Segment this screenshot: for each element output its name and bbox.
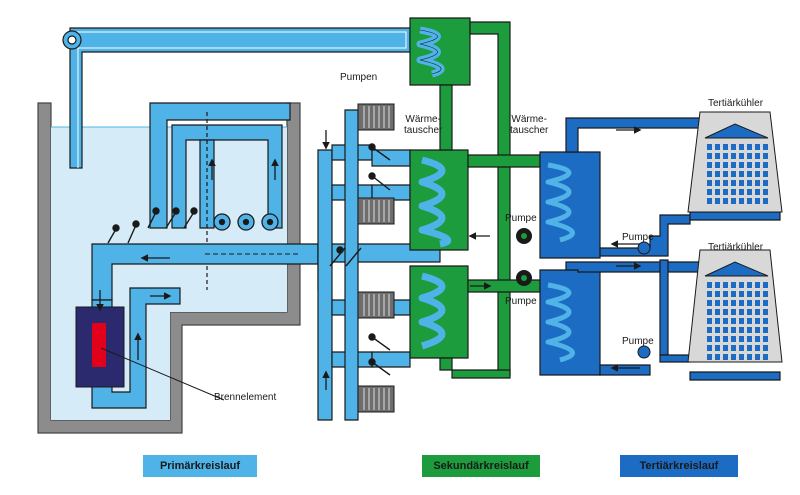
label-pumpe-3: Pumpe — [622, 232, 654, 243]
legend-tertiary: Tertiärkreislauf — [620, 455, 738, 477]
valve-icon-pumps — [329, 143, 391, 376]
reactor-core — [75, 306, 125, 388]
legend-secondary: Sekundärkreislauf — [422, 455, 540, 477]
label-tertiaerkuehler-2: Tertiärkühler — [708, 242, 764, 253]
label-waermetauscher-1: Wärme- tauscher — [404, 114, 443, 136]
flow-arrow-icon — [96, 126, 642, 390]
motor-icon — [357, 103, 395, 413]
label-waermetauscher-2: Wärme- tauscher — [510, 114, 549, 136]
fuel-element-icon — [100, 347, 225, 401]
pump-icon — [213, 213, 279, 231]
label-brennelement: Brennelement — [214, 392, 277, 403]
label-pumpe-2: Pumpe — [505, 296, 537, 307]
label-pumpe-1: Pumpe — [505, 213, 537, 224]
pump-icon-secondary — [516, 228, 651, 359]
label-tertiaerkuehler-1: Tertiärkühler — [708, 98, 764, 109]
label-pumpe-4: Pumpe — [622, 336, 654, 347]
valve-icon — [107, 207, 198, 244]
cooling-droplets — [707, 144, 768, 360]
legend-primary: Primärkreislauf — [143, 455, 257, 477]
label-pumpen: Pumpen — [340, 72, 378, 83]
cooling-tower-icon — [687, 111, 783, 363]
tertiary-coils — [545, 162, 575, 363]
heat-exchanger-coils-outline — [419, 29, 442, 75]
